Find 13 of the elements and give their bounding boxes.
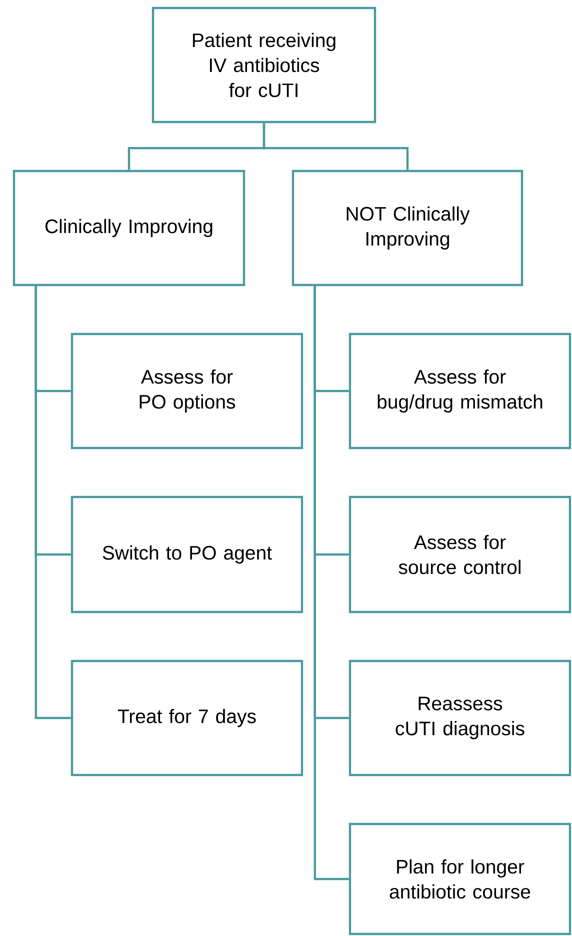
connector [34,286,71,720]
process-box: Reassess cUTI diagnosis [348,660,572,776]
process-box: Assess for source control [348,496,572,614]
process-box: Switch to PO agent [70,496,304,614]
process-box: Patient receiving IV antibiotics for cUTI [152,6,376,124]
process-box: Clinically Improving [12,170,246,286]
connector [262,123,409,170]
process-box: Treat for 7 days [70,660,304,776]
connector [314,286,349,880]
process-box: Assess for bug/drug mismatch [348,332,572,450]
process-box: Plan for longer antibiotic course [348,822,572,936]
process-box: Assess for PO options [70,332,304,450]
process-box: NOT Clinically Improving [292,170,524,286]
